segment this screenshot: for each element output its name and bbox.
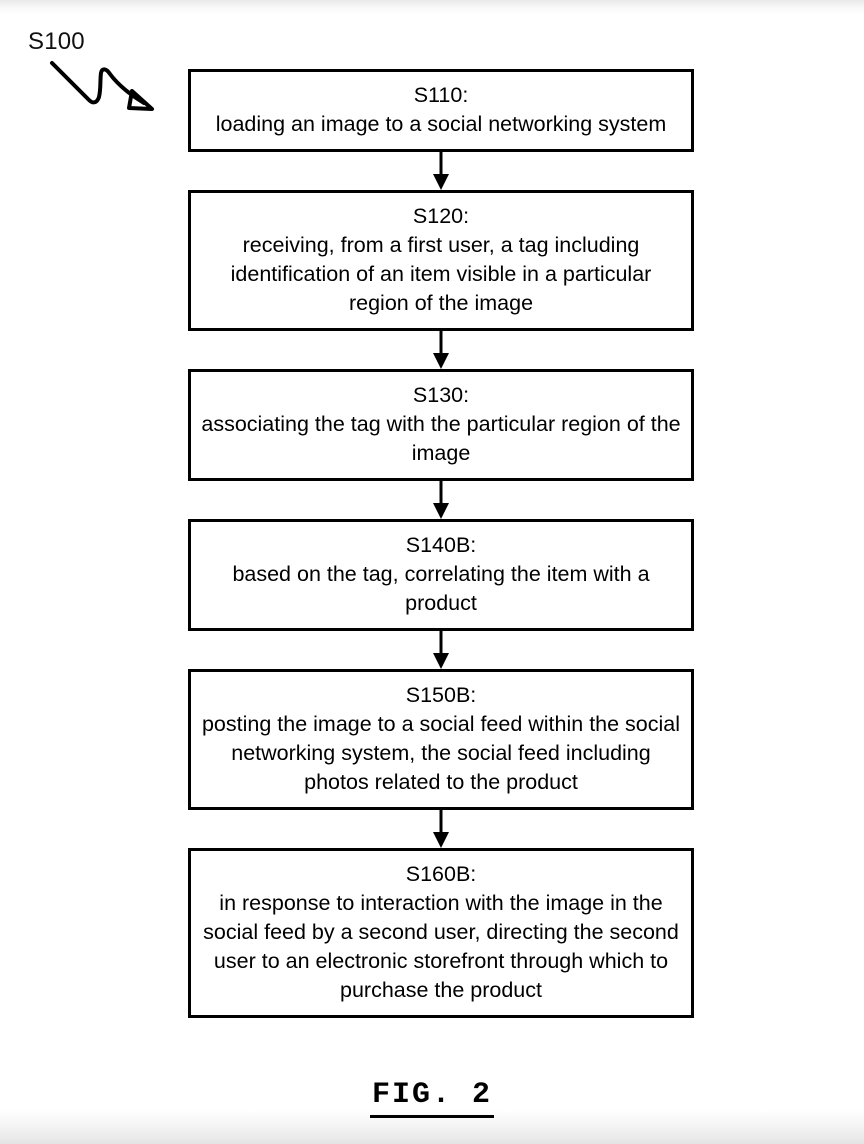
connector-arrow-4 [188, 631, 694, 669]
flow-node-id: S160B: [405, 862, 477, 886]
flow-node-id: S130: [412, 383, 470, 407]
flow-node-text: in response to interaction with the imag… [203, 891, 679, 1002]
flow-node-s130: S130: associating the tag with the parti… [188, 369, 694, 481]
flow-node-id: S110: [413, 83, 469, 107]
flow-node-s140b: S140B: based on the tag, correlating the… [188, 519, 694, 631]
reference-numeral-s100: S100 [28, 28, 85, 55]
flow-node-s110: S110: loading an image to a social netwo… [188, 69, 694, 152]
connector-arrow-5 [188, 810, 694, 848]
figure-caption-text: FIG. 2 [369, 1078, 495, 1118]
flow-node-text: loading an image to a social networking … [215, 112, 667, 136]
flow-node-s160b: S160B: in response to interaction with t… [188, 848, 694, 1018]
flow-node-text: based on the tag, correlating the item w… [232, 562, 650, 615]
flow-node-id: S150B: [405, 683, 477, 707]
flow-node-s120: S120: receiving, from a first user, a ta… [188, 190, 694, 331]
squiggly-arrow-icon [48, 55, 168, 122]
flowchart: S110: loading an image to a social netwo… [188, 69, 694, 1018]
connector-arrow-1 [188, 152, 694, 190]
flow-node-text: associating the tag with the particular … [201, 412, 681, 465]
figure-caption: FIG. 2 [0, 1078, 864, 1118]
connector-arrow-3 [188, 481, 694, 519]
flow-node-text: receiving, from a first user, a tag incl… [230, 233, 652, 315]
connector-arrow-2 [188, 331, 694, 369]
flow-node-s150b: S150B: posting the image to a social fee… [188, 669, 694, 810]
page-edge-shading-top [0, 0, 864, 14]
flow-node-id: S140B: [405, 533, 477, 557]
flow-node-text: posting the image to a social feed withi… [201, 712, 681, 794]
flow-node-id: S120: [412, 204, 470, 228]
